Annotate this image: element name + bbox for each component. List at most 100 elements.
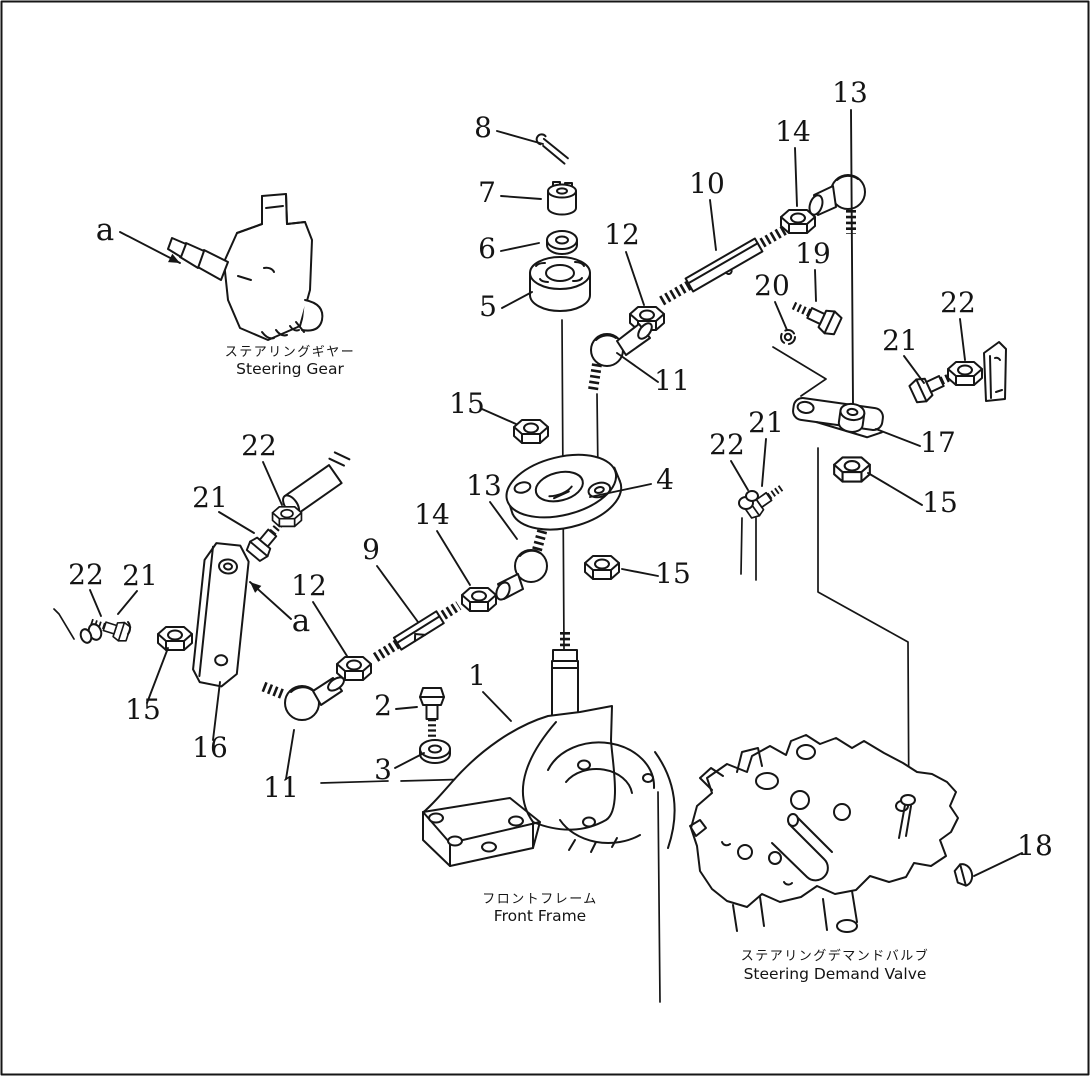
callout-label-6: 6 (478, 232, 496, 265)
snap-ring-part-20 (780, 329, 796, 345)
caption-steering-gear-jp: ステアリングギヤー (225, 345, 356, 360)
front-frame-drawing (422, 632, 676, 867)
caption-steering-demand-valve-en: Steering Demand Valve (744, 965, 927, 983)
nut-part-14-mid (461, 587, 497, 612)
drop-line-left (740, 517, 743, 575)
washer-part-3 (419, 739, 451, 764)
ball-joint-part-11-bottom (260, 676, 345, 721)
callout-label-12: 12 (604, 218, 640, 251)
nut-part-15-upper (513, 419, 549, 444)
lever-to-valve-connector-line (817, 447, 910, 829)
callout-label-21: 21 (748, 406, 784, 439)
callout-label-13: 13 (832, 76, 868, 109)
leader-line-13 (489, 501, 518, 540)
adjust-rod-part-9 (372, 601, 462, 662)
callout-label-11: 11 (263, 771, 299, 804)
leader-line-12 (625, 251, 645, 306)
bolt-clip-cluster-mid (738, 478, 789, 520)
leader-line-12 (312, 601, 348, 657)
caption-steering-demand-valve-jp: ステアリングデマンドバルブ (741, 948, 930, 964)
ball-joint-part-13-top (808, 174, 866, 234)
leader-line-9 (376, 565, 419, 623)
bracket-strip-part (983, 341, 1007, 402)
callout-label-a: a (96, 212, 114, 248)
leader-line-14 (436, 530, 471, 586)
caption-steering-gear: ステアリングギヤー Steering Gear (225, 345, 356, 378)
leader-line-15 (481, 408, 517, 425)
callout-label-21: 21 (122, 559, 158, 592)
caption-front-frame-en: Front Frame (494, 907, 586, 925)
callout-label-14: 14 (775, 115, 811, 148)
link-part-16 (192, 542, 250, 688)
bolt-part-2 (420, 688, 444, 739)
leader-arrowhead-a (168, 253, 180, 263)
leader-line-8 (496, 130, 544, 145)
frame-drop-line (657, 791, 661, 1003)
steering-gear-drawing (167, 193, 324, 341)
leader-line-17 (875, 428, 921, 447)
washer-part-6 (546, 230, 578, 255)
callout-label-20: 20 (754, 269, 790, 302)
nut-part-22-mid-left (271, 505, 303, 528)
callout-label-2: 2 (374, 689, 392, 722)
leader-line-10 (709, 199, 717, 251)
callout-label-5: 5 (479, 290, 497, 323)
leader-line-11 (616, 352, 659, 383)
callout-label-9: 9 (362, 533, 380, 566)
leader-line-6 (500, 242, 540, 252)
nut-part-15-right (833, 456, 871, 483)
leader-line-19 (814, 269, 817, 302)
leader-line-20 (774, 301, 788, 331)
caption-front-frame-jp: フロントフレーム (482, 892, 598, 907)
clamp-cluster-far-left (79, 612, 131, 644)
zigzag-leader-20 (772, 346, 827, 397)
leader-line-21 (218, 511, 255, 534)
callout-label-4: 4 (656, 463, 674, 496)
callout-label-8: 8 (474, 111, 492, 144)
leader-line-5 (501, 291, 533, 309)
bolt-part-19 (786, 294, 842, 337)
leader-line-21 (117, 590, 138, 615)
leader-line-13 (850, 109, 854, 405)
left-edge-break-line (53, 608, 75, 640)
leader-line-3 (394, 752, 425, 769)
leader-line-22 (262, 461, 283, 506)
callout-label-14: 14 (414, 498, 450, 531)
plug-part-18 (953, 863, 974, 887)
leader-line-22 (730, 460, 749, 491)
callout-label-11: 11 (654, 364, 690, 397)
callout-label-22: 22 (241, 429, 277, 462)
caption-steering-demand-valve: ステアリングデマンドバルブ Steering Demand Valve (741, 948, 930, 983)
callout-label-3: 3 (374, 753, 392, 786)
callout-label-22: 22 (940, 286, 976, 319)
leader-line-21 (903, 355, 925, 384)
leader-line-7 (500, 195, 542, 200)
leader-line-21 (761, 438, 767, 487)
callout-label-19: 19 (795, 237, 831, 270)
callout-label-12: 12 (291, 569, 327, 602)
callout-label-13: 13 (466, 469, 502, 502)
swivel-plate-part-4 (505, 453, 623, 531)
callout-label-17: 17 (920, 426, 956, 459)
steering-demand-valve-drawing (689, 734, 959, 933)
leader-line-16 (212, 681, 221, 741)
callout-label-21: 21 (192, 481, 228, 514)
ball-joint-part-11-top (588, 322, 653, 391)
nut-part-14-upper (780, 209, 816, 234)
leader-line-a (119, 231, 181, 264)
leader-line-4 (589, 483, 652, 498)
callout-label-a: a (292, 603, 310, 639)
nut-part-22-right (947, 361, 983, 386)
leader-line-15 (621, 568, 659, 577)
bearing-part-5 (529, 256, 591, 312)
ball-joint-part-13-mid (495, 526, 548, 601)
lever-part-17 (792, 397, 884, 439)
horizontal-line-a (320, 780, 389, 784)
leader-line-22 (89, 589, 102, 617)
callout-label-10: 10 (689, 167, 725, 200)
callout-label-7: 7 (478, 176, 496, 209)
leader-line-14 (794, 147, 798, 207)
